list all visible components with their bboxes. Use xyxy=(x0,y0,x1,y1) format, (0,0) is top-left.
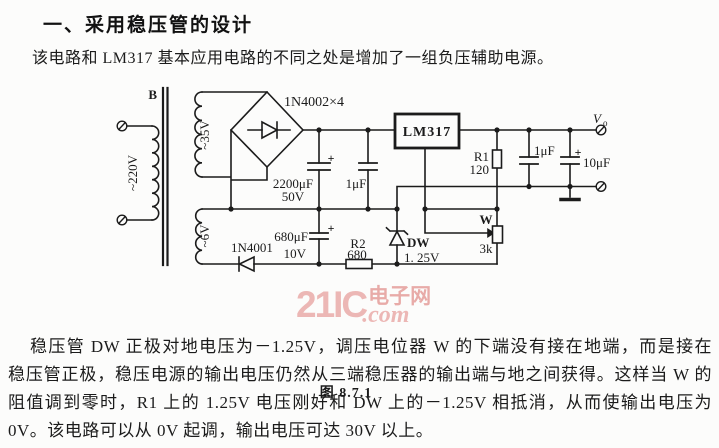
cap-1uF-input-label: 1μF xyxy=(346,176,367,191)
wire xyxy=(201,91,268,210)
intro-paragraph: 该电路和 LM317 基本应用电路的不同之处是增加了一组负压辅助电源。 xyxy=(32,50,554,67)
cap-plus-2: + xyxy=(328,221,335,235)
cap-1uF-output-label: 1μF xyxy=(534,143,555,158)
bridge-diode-triangle xyxy=(261,120,279,140)
cap-10uF xyxy=(560,156,580,165)
secondary35-coil xyxy=(194,91,203,178)
bridge-rectifier xyxy=(229,90,305,169)
secondary6-coil xyxy=(194,208,203,265)
pot-name: W xyxy=(480,212,493,227)
cap-680uF xyxy=(309,232,329,240)
bridge-label: 1N4002×4 xyxy=(284,95,344,110)
cap-10uF-label: 10μF xyxy=(583,155,610,170)
primary-label: ~220V xyxy=(125,154,140,191)
figure-caption: 图 8.7.1 xyxy=(319,386,373,401)
core-label: B xyxy=(148,87,157,102)
cap-2200uF-voltage: 50V xyxy=(282,189,305,204)
r2-name: R2 xyxy=(350,236,365,251)
zener-triangle xyxy=(388,229,406,246)
cap-2200uF-label: 2200μF xyxy=(273,176,313,191)
primary-coil xyxy=(151,125,160,221)
zener-name: DW xyxy=(407,235,429,250)
r1-name: R1 xyxy=(474,149,489,164)
secondary35-label: ~35V xyxy=(197,120,212,150)
output-voltage-label: V xyxy=(593,111,603,126)
secondary6-label: ~6V xyxy=(197,224,212,248)
cap-1uF-input xyxy=(358,162,378,171)
r1-value: 120 xyxy=(470,162,490,177)
terminal-icons xyxy=(116,120,607,226)
lm317-box xyxy=(393,112,461,150)
r1-box xyxy=(491,149,503,169)
regulator-label: LM317 xyxy=(403,125,452,140)
paragraph-line: 稳压管正极，稳压电源的输出电压仍然从三端稳压器的输出端与地之间获得。这样当 W … xyxy=(8,365,712,384)
r2-box xyxy=(345,258,373,270)
bridge-diode-lead xyxy=(247,121,291,139)
wire xyxy=(318,129,369,210)
aux-diode-label: 1N4001 xyxy=(231,240,273,255)
body-paragraph: 稳压管 DW 正极对地电压为－1.25V，调压电位器 W 的下端没有接在地端，而… xyxy=(8,333,712,445)
junction-dots xyxy=(228,127,573,267)
circuit-diagram: B ~220V ~35V ~6V 1N4002×4 LM317 2200μF 5… xyxy=(116,86,610,273)
wire xyxy=(126,125,153,221)
section-heading: 一、采用稳压管的设计 xyxy=(43,15,254,36)
r2-value: 680 xyxy=(347,247,367,262)
wire xyxy=(424,147,498,210)
paragraph-line: 稳压管 DW 正极对地电压为－1.25V，调压电位器 W 的下端没有接在地端，而… xyxy=(30,337,712,356)
cap-1uF-output xyxy=(519,156,539,165)
cap-680uF-voltage: 10V xyxy=(284,246,307,261)
zener-value: 1. 25V xyxy=(404,250,440,265)
pot-box xyxy=(491,225,504,244)
aux-diode-triangle xyxy=(237,255,255,273)
transformer-core xyxy=(161,86,169,267)
output-voltage-sub: o xyxy=(603,118,608,128)
pot-value: 3k xyxy=(480,241,494,256)
cap-plus-3: + xyxy=(575,145,582,159)
cap-plus-1: + xyxy=(328,151,335,165)
wire xyxy=(424,208,489,234)
paragraph-line: 0V。该电路可以从 0V 起调，输出电压可达 30V 以上。 xyxy=(8,421,434,440)
wire xyxy=(528,129,571,198)
pot-wiper-arrow xyxy=(487,228,495,238)
cap-2200uF xyxy=(307,162,331,171)
paragraph-line: 阻值调到零时，R1 上的 1.25V 电压刚好和 DW 上的－1.25V 相抵消… xyxy=(8,393,712,412)
cap-680uF-label: 680μF xyxy=(274,229,308,244)
